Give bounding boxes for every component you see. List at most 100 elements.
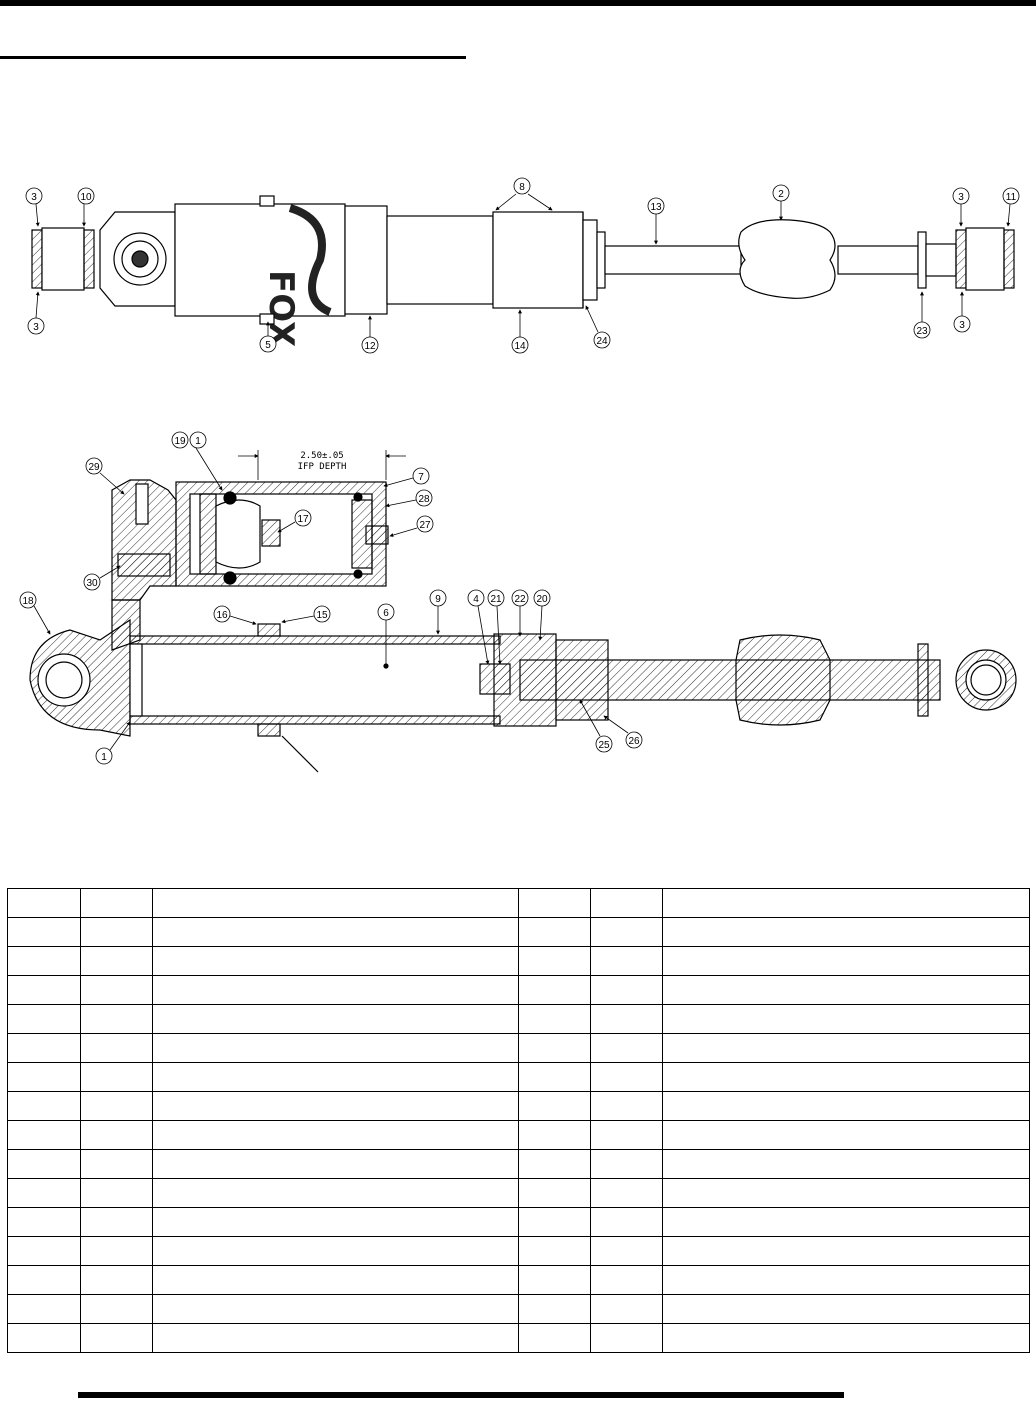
table-cell <box>518 1004 591 1034</box>
table-cell <box>590 1236 663 1266</box>
table-cell <box>590 917 663 947</box>
table-cell <box>590 1120 663 1150</box>
svg-text:7: 7 <box>418 472 424 483</box>
table-cell <box>152 975 519 1005</box>
table-cell <box>662 1236 1030 1266</box>
table-cell <box>80 1207 153 1237</box>
table-cell <box>518 888 591 918</box>
table-cell <box>80 1178 153 1208</box>
table-cell <box>518 946 591 976</box>
svg-text:18: 18 <box>22 596 34 607</box>
table-cell <box>152 1062 519 1092</box>
table-cell <box>662 888 1030 918</box>
table-cell <box>590 1323 663 1353</box>
table-cell <box>80 1323 153 1353</box>
table-cell <box>662 1004 1030 1034</box>
table-row <box>7 1004 1030 1034</box>
table-cell <box>152 917 519 947</box>
parts-table <box>7 888 1030 1353</box>
table-row <box>7 1149 1030 1179</box>
table-row <box>7 1323 1030 1353</box>
title-underline <box>0 56 466 59</box>
table-cell <box>80 946 153 976</box>
table-cell <box>152 1004 519 1034</box>
table-cell <box>518 1149 591 1179</box>
table-row <box>7 1091 1030 1121</box>
table-row <box>7 1265 1030 1295</box>
table-cell <box>7 1323 81 1353</box>
table-cell <box>7 888 81 918</box>
table-cell <box>662 1033 1030 1063</box>
svg-text:IFP DEPTH: IFP DEPTH <box>298 462 347 472</box>
table-cell <box>518 975 591 1005</box>
table-cell <box>518 1294 591 1324</box>
svg-text:21: 21 <box>490 594 502 605</box>
table-cell <box>518 1236 591 1266</box>
table-cell <box>590 1207 663 1237</box>
table-cell <box>662 1207 1030 1237</box>
table-cell <box>662 917 1030 947</box>
table-cell <box>152 1265 519 1295</box>
table-cell <box>590 975 663 1005</box>
table-cell <box>518 1178 591 1208</box>
ifp-depth-dimension: 2.50±.05 IFP DEPTH <box>238 450 406 480</box>
table-cell <box>7 1091 81 1121</box>
table-cell <box>662 1120 1030 1150</box>
brand-logo: FOX <box>261 270 301 347</box>
svg-text:30: 30 <box>86 578 98 589</box>
svg-text:27: 27 <box>419 520 431 531</box>
table-row <box>7 1120 1030 1150</box>
svg-text:6: 6 <box>383 608 389 619</box>
table-cell <box>662 975 1030 1005</box>
svg-text:3: 3 <box>958 192 964 203</box>
table-cell <box>518 1033 591 1063</box>
table-cell <box>152 1149 519 1179</box>
svg-text:25: 25 <box>598 740 610 751</box>
table-cell <box>7 1294 81 1324</box>
table-cell <box>152 1120 519 1150</box>
svg-text:9: 9 <box>435 594 441 605</box>
top-rule <box>0 0 1036 6</box>
table-cell <box>80 1265 153 1295</box>
table-cell <box>662 1265 1030 1295</box>
table-cell <box>7 975 81 1005</box>
footer-rule <box>78 1392 844 1398</box>
table-cell <box>80 1004 153 1034</box>
table-cell <box>662 1323 1030 1353</box>
table-cell <box>7 1236 81 1266</box>
table-row <box>7 1236 1030 1266</box>
table-cell <box>518 1207 591 1237</box>
svg-text:5: 5 <box>265 340 271 351</box>
svg-text:3: 3 <box>31 192 37 203</box>
table-cell <box>152 1323 519 1353</box>
table-cell <box>7 1265 81 1295</box>
table-cell <box>80 975 153 1005</box>
svg-text:3: 3 <box>959 320 965 331</box>
table-cell <box>590 1033 663 1063</box>
svg-text:28: 28 <box>418 494 430 505</box>
table-cell <box>80 1236 153 1266</box>
svg-text:2.50±.05: 2.50±.05 <box>300 451 343 461</box>
table-cell <box>7 1033 81 1063</box>
table-cell <box>7 1178 81 1208</box>
table-cell <box>80 1062 153 1092</box>
svg-text:19: 19 <box>174 436 186 447</box>
table-cell <box>7 1004 81 1034</box>
section-view <box>29 479 1017 773</box>
table-cell <box>80 1120 153 1150</box>
table-cell <box>518 917 591 947</box>
table-cell <box>590 1149 663 1179</box>
svg-text:4: 4 <box>473 594 479 605</box>
table-cell <box>152 1033 519 1063</box>
table-cell <box>80 917 153 947</box>
svg-text:11: 11 <box>1006 192 1017 203</box>
svg-text:2: 2 <box>778 189 784 200</box>
table-cell <box>590 1004 663 1034</box>
table-cell <box>80 1149 153 1179</box>
svg-text:15: 15 <box>316 610 328 621</box>
table-cell <box>662 1149 1030 1179</box>
table-cell <box>590 888 663 918</box>
table-cell <box>152 1236 519 1266</box>
svg-text:10: 10 <box>80 192 92 203</box>
svg-text:22: 22 <box>514 594 526 605</box>
